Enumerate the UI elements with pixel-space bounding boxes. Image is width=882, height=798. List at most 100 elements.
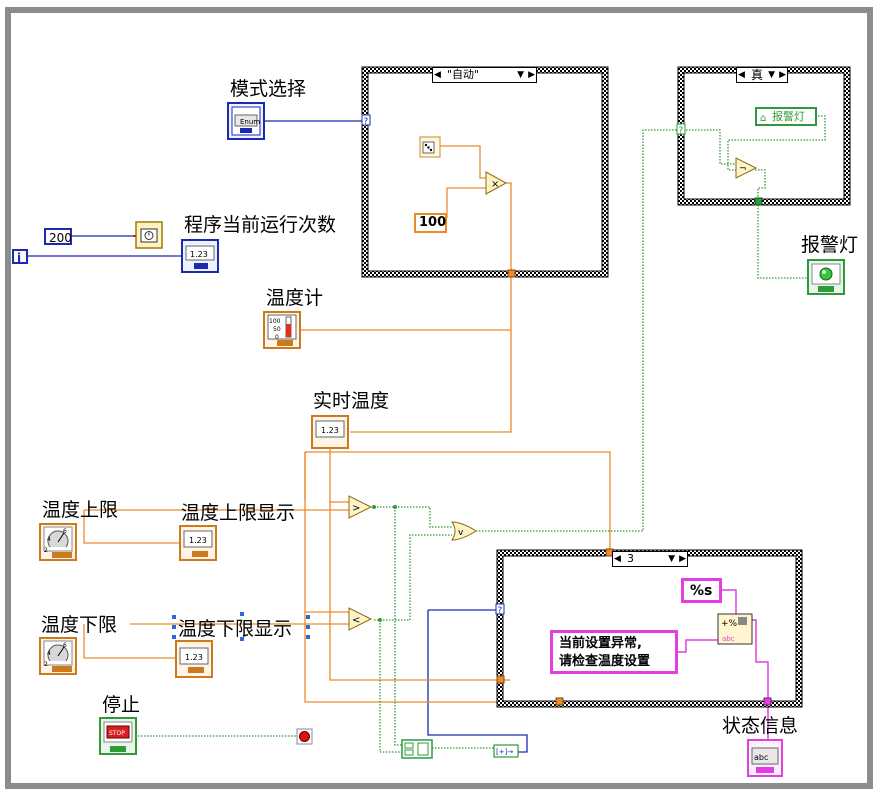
svg-text:4: 4 <box>47 536 51 543</box>
svg-text:1.23: 1.23 <box>189 536 207 545</box>
alarm-case-selector[interactable]: ◀ 真 ▼ ▶ <box>736 67 788 83</box>
case-selector-terminal <box>361 114 371 126</box>
warning-message-line2: 请检查温度设置 <box>559 654 651 669</box>
case-value: 3 <box>627 552 634 565</box>
svg-text:×: × <box>491 179 499 190</box>
svg-text:1.23: 1.23 <box>190 250 208 259</box>
greater-than-node: > <box>348 495 373 519</box>
svg-text:¬: ¬ <box>739 164 747 174</box>
or-node: v <box>451 521 477 541</box>
decrement-arrow-icon[interactable]: ◀ <box>434 70 441 80</box>
alarm-local-variable: ⌂ <box>755 107 817 126</box>
decrement-arrow-icon[interactable]: ◀ <box>614 554 621 564</box>
tunnel <box>507 269 516 278</box>
svg-text:1.23: 1.23 <box>185 653 203 662</box>
wire-junction <box>378 618 382 622</box>
wire-junction <box>372 505 376 509</box>
case-selector-terminal <box>676 123 686 135</box>
dropdown-arrow-icon[interactable]: ▼ <box>668 554 675 564</box>
tunnel <box>763 697 772 706</box>
svg-text:v: v <box>458 528 464 538</box>
wait-ms-icon <box>133 221 163 249</box>
svg-text:<: < <box>352 615 360 626</box>
status-case-selector[interactable]: ◀ 3 ▼ ▶ <box>612 551 688 567</box>
svg-text:6: 6 <box>63 528 67 535</box>
svg-text:+%: +% <box>721 619 738 629</box>
upper-limit-display-indicator: 1.23 <box>179 525 217 561</box>
svg-text:abc: abc <box>754 753 768 762</box>
svg-text:2: 2 <box>44 547 48 554</box>
integer-wires <box>28 120 528 753</box>
wait-ms-constant[interactable]: 200 <box>44 228 72 245</box>
label-selection-handles <box>172 612 310 641</box>
format-into-string-node: +% abc <box>717 613 753 645</box>
decrement-arrow-icon[interactable]: ◀ <box>738 70 745 80</box>
alarm-local-variable-label: 报警灯 <box>772 110 805 123</box>
tunnel <box>555 697 564 706</box>
svg-text:2: 2 <box>44 661 48 668</box>
realtime-temp-label: 实时温度 <box>313 390 390 412</box>
thermometer-indicator: 100 50 0 <box>263 311 301 349</box>
alarm-light-label: 报警灯 <box>801 234 859 256</box>
mode-select-enum-control[interactable]: Enum <box>227 102 265 140</box>
case-selector-help: ? <box>498 606 503 616</box>
tunnel <box>754 197 763 206</box>
svg-text:>: > <box>352 503 360 514</box>
upper-limit-display-label: 温度上限显示 <box>181 502 296 524</box>
while-loop-frame <box>5 7 873 789</box>
case-value: 真 <box>751 68 764 82</box>
realtime-temp-indicator: 1.23 <box>311 415 349 449</box>
boolean-array-to-number-node: [+]→ <box>493 744 519 758</box>
multiply-node: × <box>485 171 508 195</box>
svg-text:⌂: ⌂ <box>760 113 766 124</box>
wire-junction <box>393 505 397 509</box>
svg-text:1.23: 1.23 <box>321 426 339 435</box>
less-than-node: < <box>348 607 373 631</box>
svg-text:Enum: Enum <box>240 118 260 126</box>
case-value: "自动" <box>447 68 480 81</box>
dropdown-arrow-icon[interactable]: ▼ <box>517 70 524 80</box>
warning-message-line1: 当前设置异常, <box>559 636 642 651</box>
increment-arrow-icon[interactable]: ▶ <box>528 70 535 80</box>
build-array-node <box>401 739 433 759</box>
lower-limit-knob-control[interactable]: 4 2 6 <box>39 637 77 675</box>
not-node: ¬ <box>735 157 758 179</box>
upper-limit-label: 温度上限 <box>42 499 119 521</box>
run-count-label: 程序当前运行次数 <box>184 214 337 236</box>
increment-arrow-icon[interactable]: ▶ <box>779 70 786 80</box>
dropdown-arrow-icon[interactable]: ▼ <box>768 70 775 80</box>
warning-message-constant[interactable]: 当前设置异常, 请检查温度设置 <box>550 630 678 674</box>
svg-text:[+]→: [+]→ <box>496 748 513 756</box>
svg-text:abc: abc <box>722 635 735 643</box>
status-info-label: 状态信息 <box>722 715 799 737</box>
mode-select-label: 模式选择 <box>230 78 307 100</box>
lower-limit-display-label: 温度下限显示 <box>178 618 293 640</box>
random-number-icon <box>419 136 441 158</box>
thermometer-label: 温度计 <box>266 287 324 309</box>
upper-limit-knob-control[interactable]: 4 2 6 <box>39 523 77 561</box>
svg-text:6: 6 <box>63 642 67 649</box>
mode-case-selector[interactable]: ◀ "自动" ▼ ▶ <box>432 67 537 83</box>
status-info-indicator: abc <box>747 739 783 777</box>
increment-arrow-icon[interactable]: ▶ <box>679 554 686 564</box>
multiplier-constant[interactable]: 100 <box>414 213 447 233</box>
run-count-indicator: 1.23 <box>181 239 219 273</box>
lower-limit-display-indicator: 1.23 <box>175 640 213 678</box>
case-selector-help: ? <box>679 126 684 136</box>
alarm-light-indicator <box>807 259 845 295</box>
svg-text:STOP: STOP <box>109 730 125 737</box>
stop-label: 停止 <box>102 694 141 716</box>
case-selector-terminal <box>495 603 505 615</box>
mode-case-structure <box>361 66 609 278</box>
loop-condition-stop-icon <box>296 728 313 745</box>
iteration-terminal: i <box>12 249 28 265</box>
svg-text:100: 100 <box>269 318 281 325</box>
case-selector-help: ? <box>364 117 369 127</box>
format-string-constant[interactable]: %s <box>681 578 722 603</box>
svg-text:0: 0 <box>275 334 279 341</box>
stop-button-control[interactable]: STOP <box>99 717 137 755</box>
svg-text:4: 4 <box>47 650 51 657</box>
tunnel <box>496 675 505 684</box>
alarm-case-structure <box>677 66 851 206</box>
